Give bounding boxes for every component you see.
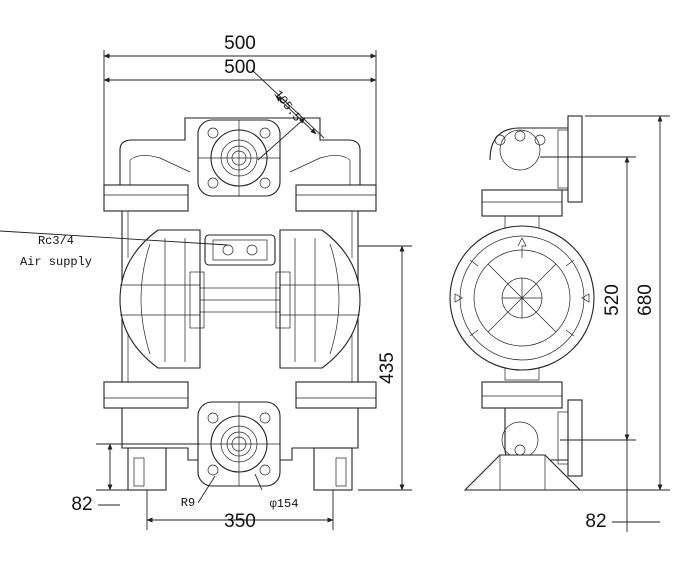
dim-overall-width: 500 (224, 33, 256, 54)
dim-height-total: 680 (635, 284, 656, 316)
top-left-flange-plate (103, 184, 189, 212)
side-view (449, 115, 595, 491)
dimension-lines (0, 50, 670, 532)
bottom-left-flange-plate (103, 381, 189, 409)
left-diaphragm-chamber (119, 229, 201, 369)
side-bottom-plate (481, 381, 563, 409)
side-top-plate (481, 189, 563, 217)
dim-foot-height-right: 82 (585, 511, 606, 532)
top-manifold (119, 117, 361, 185)
dim-foot-radius: R9 (181, 496, 195, 510)
bottom-right-flange-plate (295, 381, 377, 409)
front-view (103, 117, 377, 491)
dim-height-side: 520 (602, 284, 623, 316)
side-bottom-elbow (504, 408, 571, 461)
dim-height-center: 435 (377, 352, 398, 384)
dim-foot-height-left: 82 (71, 494, 92, 515)
dim-foot-spacing: 350 (224, 511, 256, 532)
top-right-flange-plate (295, 184, 377, 212)
dim-flange-offset: 105.5 (271, 88, 304, 125)
dim-flange-width: 500 (224, 57, 256, 78)
air-supply-port: Rc3/4 (38, 234, 74, 248)
dim-flange-diameter: φ154 (270, 497, 299, 511)
side-bottom-flange (567, 399, 583, 477)
air-supply-label: Air supply (20, 255, 92, 269)
air-valve-block (204, 234, 276, 266)
side-top-flange (567, 115, 583, 203)
right-diaphragm-chamber (279, 229, 361, 369)
